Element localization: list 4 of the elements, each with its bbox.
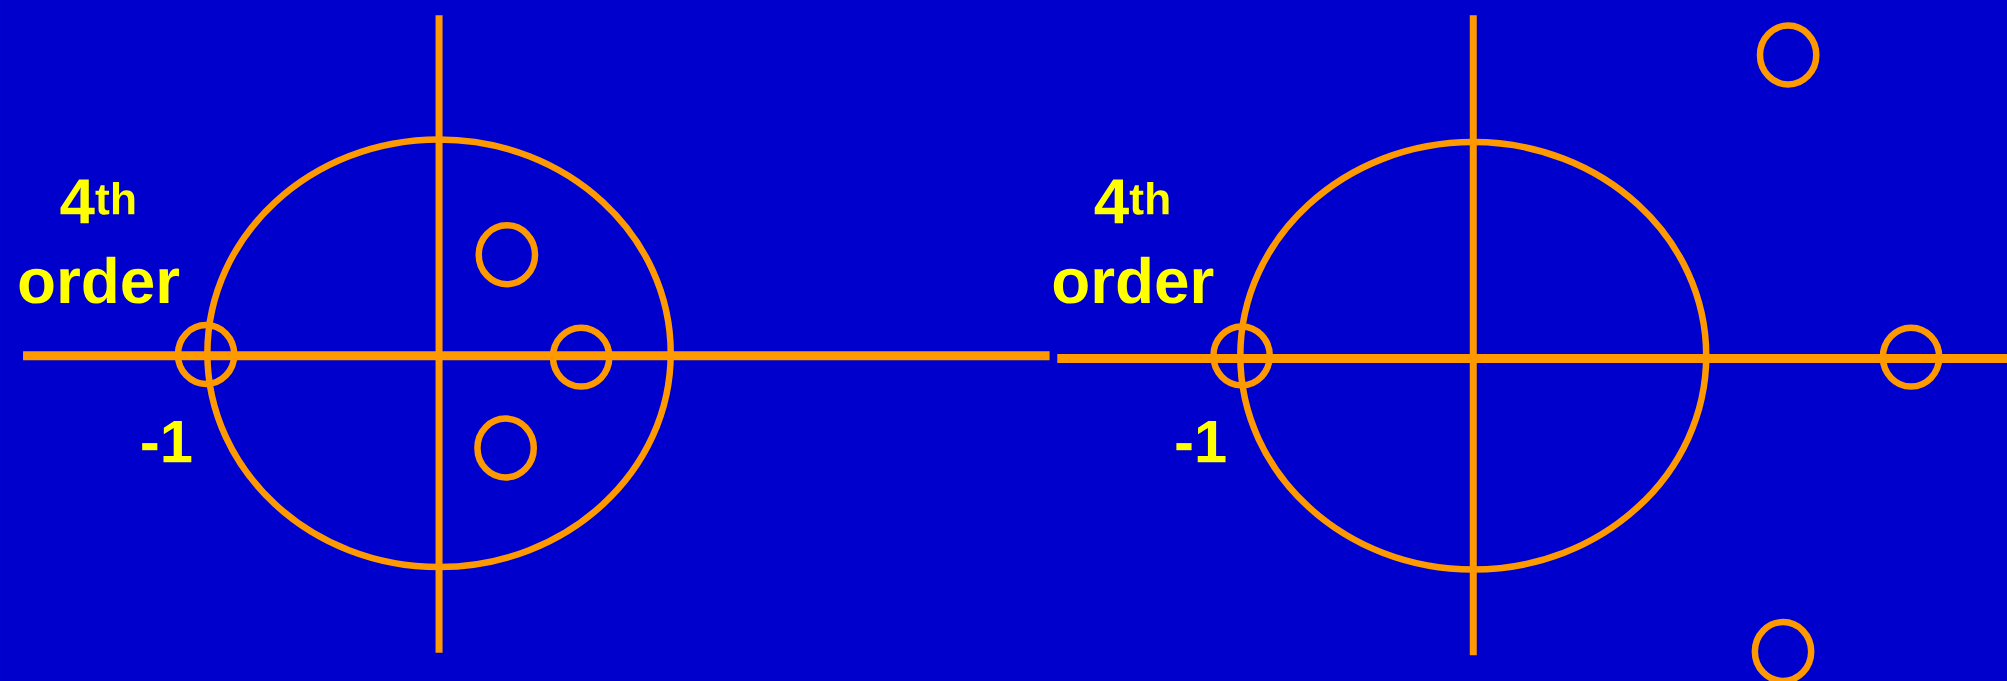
point-label: -1	[142, 421, 192, 463]
order-label: 4$^{th}$ order	[19, 179, 180, 304]
order-label: 4$^{th}$ order	[1053, 179, 1214, 304]
point-label: -1	[1176, 421, 1226, 463]
